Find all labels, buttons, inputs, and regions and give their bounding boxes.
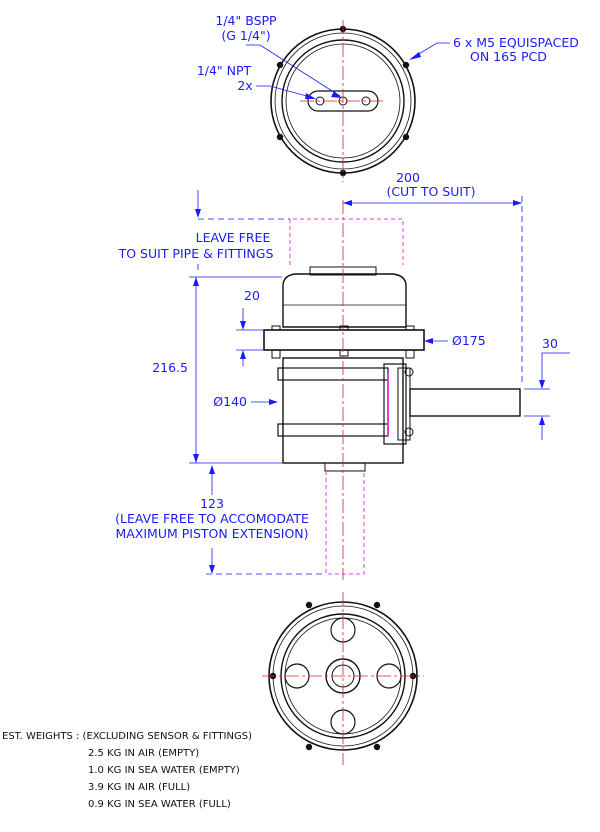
weights-header: EST. WEIGHTS : (EXCLUDING SENSOR & FITTI… [2,731,252,742]
bottom-view [262,592,424,765]
weight-line: 0.9 KG IN SEA WATER (FULL) [88,799,231,810]
weight-notes: EST. WEIGHTS : (EXCLUDING SENSOR & FITTI… [2,731,252,810]
bspp-label-line1: 1/4" BSPP [215,13,277,28]
top-view [270,20,416,182]
top-view-annotations: 1/4" BSPP (G 1/4") 1/4" NPT 2x 6 x M5 EQ… [197,13,579,99]
body-diameter-dimension: Ø140 [213,394,247,409]
weight-line: 1.0 KG IN SEA WATER (EMPTY) [88,765,240,776]
side-view-dimensions: 200 (CUT TO SUIT) LEAVE FREE TO SUIT PIP… [115,170,570,575]
extension-note-line1: (LEAVE FREE TO ACCOMODATE [115,511,309,526]
bottom-bolt-holes [269,601,417,751]
extension-note-line2: MAXIMUM PISTON EXTENSION) [115,526,308,541]
side-view [263,200,521,580]
leave-free-line1: LEAVE FREE [196,230,271,245]
length-dimension: 200 [396,170,420,185]
bolt-pattern-label-line2: ON 165 PCD [470,49,547,64]
length-note: (CUT TO SUIT) [386,184,475,199]
flange-diameter-dimension: Ø175 [452,333,486,348]
npt-label-line1: 1/4" NPT [197,63,252,78]
bolt-pattern-label-line1: 6 x M5 EQUISPACED [453,35,579,50]
leave-free-line2: TO SUIT PIPE & FITTINGS [118,246,274,261]
weight-line: 3.9 KG IN AIR (FULL) [88,782,190,793]
extension-dimension: 123 [200,496,224,511]
npt-label-line2: 2x [237,78,252,93]
weight-line: 2.5 KG IN AIR (EMPTY) [88,748,199,759]
pipe-dimension: 30 [542,336,558,351]
flange-thickness-dimension: 20 [244,288,260,303]
overall-height-dimension: 216.5 [152,360,188,375]
bspp-label-line2: (G 1/4") [221,28,270,43]
